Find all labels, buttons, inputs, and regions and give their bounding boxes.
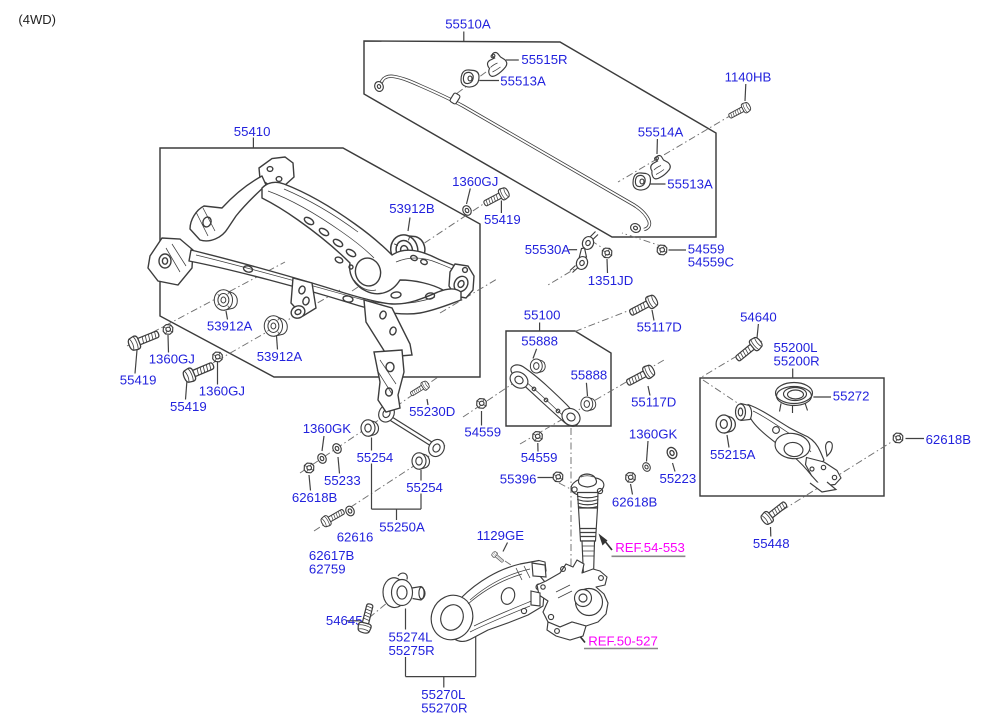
svg-text:1129GE: 1129GE (477, 528, 525, 543)
svg-text:55419: 55419 (120, 373, 157, 388)
svg-text:55200L: 55200L (774, 340, 818, 355)
svg-text:54559C: 54559C (688, 254, 735, 269)
svg-text:55888: 55888 (521, 334, 558, 349)
svg-text:55410: 55410 (234, 124, 271, 139)
svg-text:55510A: 55510A (445, 16, 491, 31)
svg-text:55275R: 55275R (389, 643, 435, 658)
svg-text:55270R: 55270R (421, 700, 467, 715)
svg-text:55274L: 55274L (389, 629, 433, 644)
svg-text:1360GJ: 1360GJ (452, 174, 498, 189)
svg-text:54559: 54559 (521, 450, 558, 465)
svg-text:55100: 55100 (524, 308, 561, 323)
svg-text:55396: 55396 (500, 471, 537, 486)
svg-text:55514A: 55514A (638, 125, 684, 140)
svg-text:55270L: 55270L (421, 687, 465, 702)
svg-text:55419: 55419 (170, 399, 207, 414)
svg-text:55233: 55233 (324, 473, 361, 488)
svg-text:1140HB: 1140HB (725, 70, 772, 85)
svg-text:55223: 55223 (660, 471, 697, 486)
svg-text:62616: 62616 (337, 530, 374, 545)
svg-text:55530A: 55530A (525, 242, 571, 257)
svg-text:55250A: 55250A (379, 520, 425, 535)
svg-text:55888: 55888 (571, 368, 608, 383)
svg-text:55448: 55448 (753, 536, 790, 551)
svg-text:55272: 55272 (833, 389, 870, 404)
svg-text:1360GK: 1360GK (303, 421, 352, 436)
svg-text:55230D: 55230D (409, 404, 455, 419)
svg-text:62618B: 62618B (292, 490, 338, 505)
svg-text:1360GJ: 1360GJ (199, 383, 245, 398)
svg-text:62618B: 62618B (926, 432, 972, 447)
svg-text:55513A: 55513A (667, 177, 713, 192)
svg-text:54645: 54645 (326, 613, 363, 628)
svg-text:54640: 54640 (740, 309, 777, 324)
svg-text:(4WD): (4WD) (18, 12, 56, 27)
svg-text:55254: 55254 (406, 480, 443, 495)
svg-text:1360GK: 1360GK (629, 427, 678, 442)
svg-text:62617B: 62617B (309, 548, 355, 563)
svg-text:54559: 54559 (464, 425, 501, 440)
svg-text:1351JD: 1351JD (588, 273, 633, 288)
svg-text:REF.54-553: REF.54-553 (615, 540, 685, 555)
svg-text:1360GJ: 1360GJ (149, 351, 195, 366)
svg-text:62759: 62759 (309, 561, 346, 576)
svg-text:53912B: 53912B (389, 201, 435, 216)
svg-text:54559: 54559 (688, 241, 725, 256)
svg-text:62618B: 62618B (612, 495, 658, 510)
svg-text:55513A: 55513A (500, 74, 546, 89)
svg-text:53912A: 53912A (207, 319, 253, 334)
svg-text:REF.50-527: REF.50-527 (588, 633, 658, 648)
svg-text:55419: 55419 (484, 212, 521, 227)
svg-text:55117D: 55117D (637, 320, 682, 335)
svg-text:55117D: 55117D (631, 395, 676, 410)
svg-text:55254: 55254 (357, 450, 394, 465)
svg-text:55200R: 55200R (774, 354, 820, 369)
svg-text:53912A: 53912A (257, 349, 303, 364)
svg-text:55515R: 55515R (521, 52, 567, 67)
svg-text:55215A: 55215A (710, 447, 756, 462)
